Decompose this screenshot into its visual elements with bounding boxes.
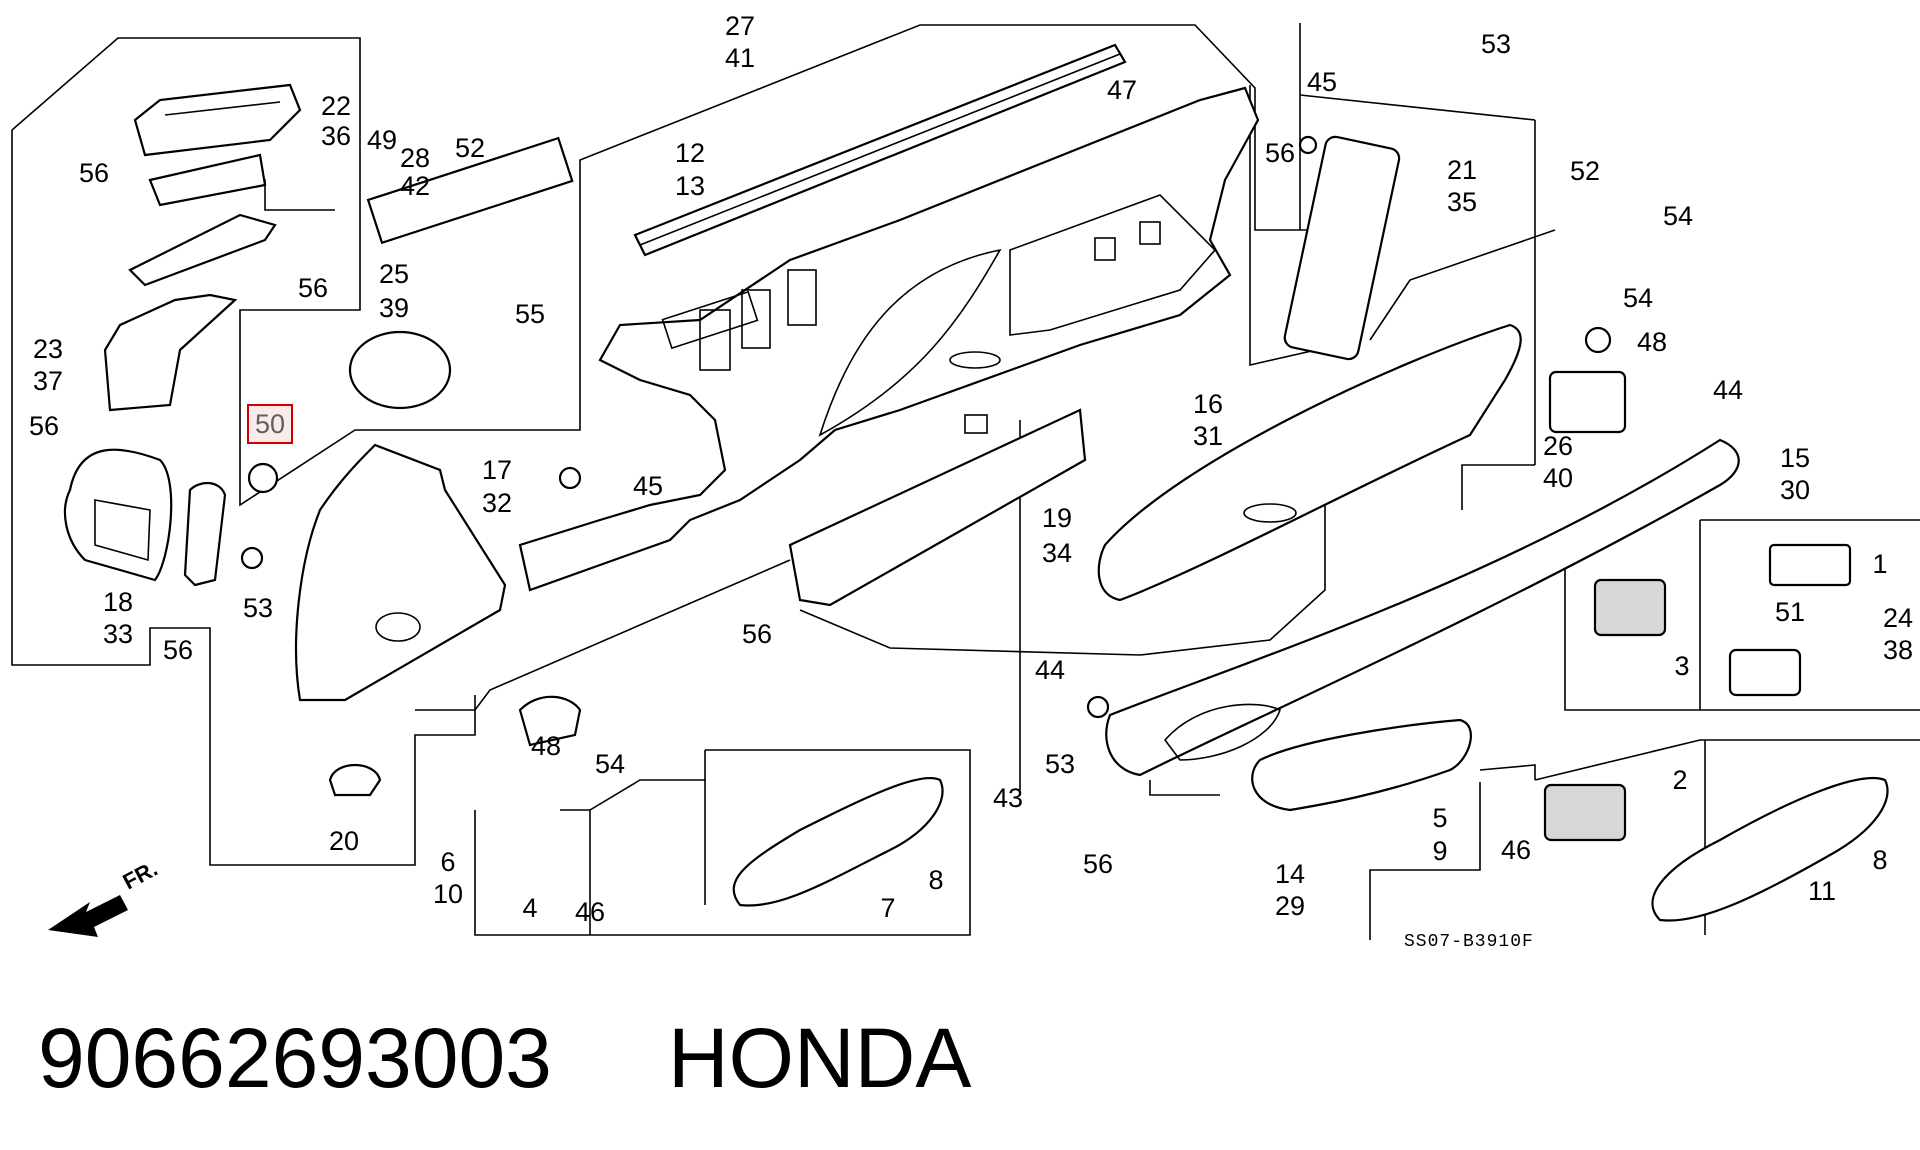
label-34: 34 [1042,538,1072,568]
label-39: 39 [379,293,409,323]
label-55: 55 [515,299,545,329]
label-52-top: 52 [455,133,485,163]
label-24: 24 [1883,603,1913,633]
label-53-mid: 53 [243,593,273,623]
highlight-box [247,404,293,444]
label-26: 26 [1543,431,1573,461]
label-50-highlighted: 50 [255,409,285,439]
label-37: 37 [33,366,63,396]
corner-cover [294,443,507,702]
label-47: 47 [1107,75,1137,105]
parts-diagram: 27 41 47 22 36 49 28 42 52 53 45 12 13 5… [11,11,1920,940]
brand-name: HONDA [668,1011,972,1105]
label-33: 33 [103,619,133,649]
label-6: 6 [440,847,455,877]
label-38: 38 [1883,635,1913,665]
label-51: 51 [1775,597,1805,627]
label-56-c: 56 [298,273,328,303]
armrest [1105,438,1740,777]
label-48-a: 48 [1637,327,1667,357]
label-23: 23 [33,334,63,364]
label-5: 5 [1432,803,1447,833]
switch-panel-left [732,776,944,907]
label-45-b: 45 [633,471,663,501]
label-1: 1 [1872,549,1887,579]
label-30: 30 [1780,475,1810,505]
label-45-top: 45 [1307,67,1337,97]
label-25: 25 [379,259,409,289]
label-16: 16 [1193,389,1223,419]
label-49: 49 [367,125,397,155]
label-9: 9 [1432,836,1447,866]
label-32: 32 [482,488,512,518]
front-direction-arrow: FR. [48,856,162,937]
label-56-g: 56 [163,635,193,665]
label-21: 21 [1447,155,1477,185]
label-42: 42 [400,171,430,201]
label-8-a: 8 [928,865,943,895]
label-54-b: 54 [1623,283,1653,313]
label-53-bottom: 53 [1045,749,1075,779]
door-pocket-assembly [103,83,302,412]
label-40: 40 [1543,463,1573,493]
label-10: 10 [433,879,463,909]
label-54-c: 54 [595,749,625,779]
label-56-e: 56 [742,619,772,649]
door-insert-panel [1097,323,1522,602]
label-4: 4 [522,893,537,923]
label-36: 36 [321,121,351,151]
label-11: 11 [1808,876,1836,906]
upper-garnish-strip [633,43,1127,257]
label-18: 18 [103,587,133,617]
small-parts [240,135,1852,842]
label-29: 29 [1275,891,1305,921]
center-bracket [788,408,1087,607]
label-17: 17 [482,455,512,485]
label-56-b: 56 [79,158,109,188]
label-3: 3 [1674,651,1689,681]
diagram-code: SS07-B3910F [1404,932,1534,952]
switch-panel-right [1651,776,1889,922]
label-41: 41 [725,43,755,73]
label-14: 14 [1275,859,1305,889]
label-31: 31 [1193,421,1223,451]
label-52-right: 52 [1570,156,1600,186]
label-20: 20 [329,826,359,856]
label-2: 2 [1672,765,1687,795]
label-19: 19 [1042,503,1072,533]
label-44-b: 44 [1035,655,1065,685]
label-56-f: 56 [1083,849,1113,879]
label-48-b: 48 [531,731,561,761]
label-27: 27 [725,11,755,41]
label-8-b: 8 [1872,845,1887,875]
label-7: 7 [880,893,895,923]
label-43: 43 [993,783,1023,813]
label-22: 22 [321,91,351,121]
label-12: 12 [675,138,705,168]
part-number: 90662693003 [38,1011,552,1105]
label-44-a: 44 [1713,375,1743,405]
label-46-b: 46 [1501,835,1531,865]
door-lining-panel [518,86,1260,592]
label-15: 15 [1780,443,1810,473]
label-28: 28 [400,143,430,173]
speaker-grille [63,448,227,587]
label-35: 35 [1447,187,1477,217]
label-56-a: 56 [1265,138,1295,168]
lower-pad [1251,718,1472,812]
label-54-a: 54 [1663,201,1693,231]
label-53-top: 53 [1481,29,1511,59]
part-labels: 27 41 47 22 36 49 28 42 52 53 45 12 13 5… [29,11,1913,927]
fr-label: FR. [119,856,162,895]
label-13: 13 [675,171,705,201]
label-56-d: 56 [29,411,59,441]
label-46-a: 46 [575,897,605,927]
